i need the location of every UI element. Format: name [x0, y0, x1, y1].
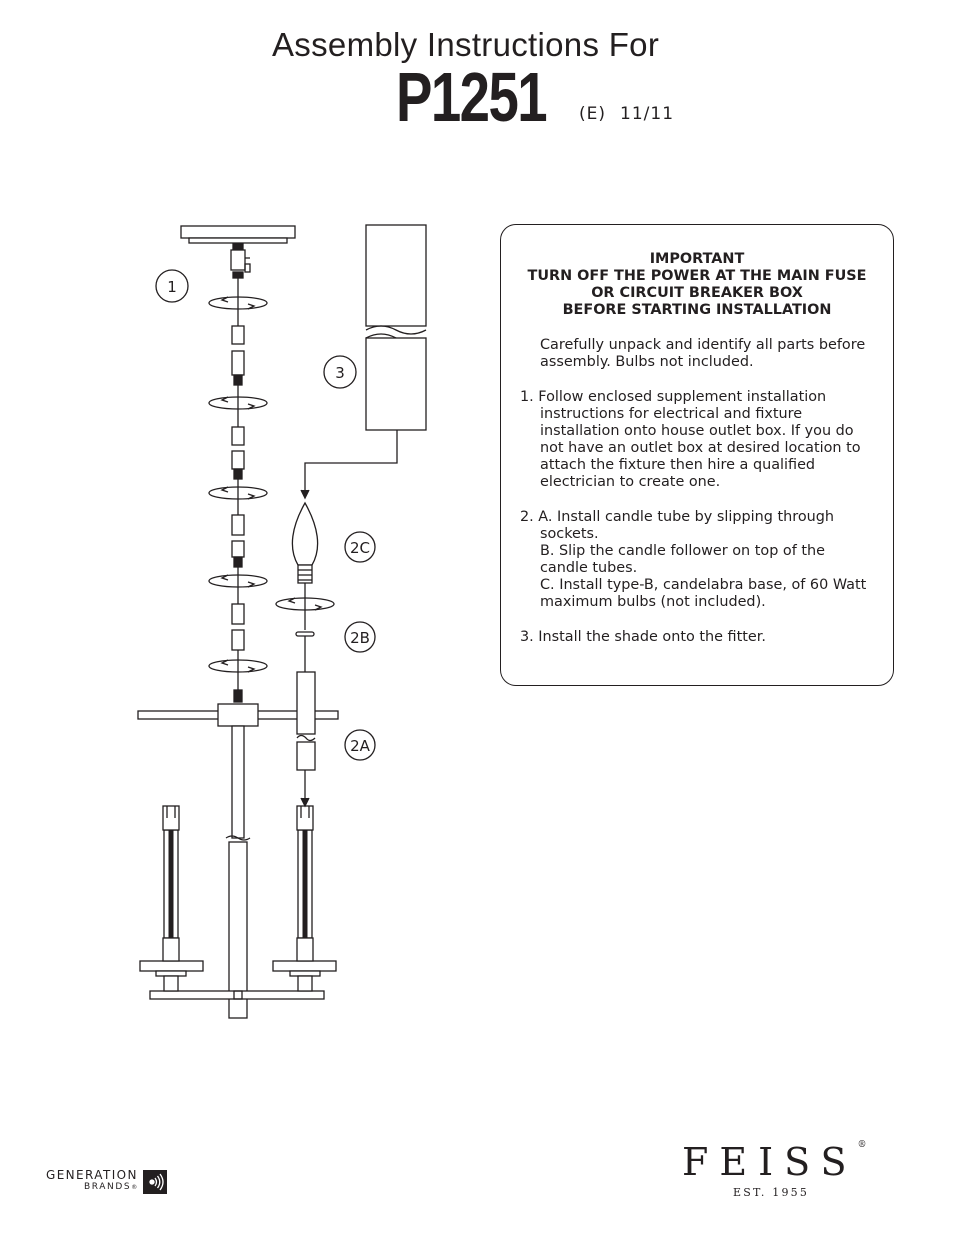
step-1-paragraph: 1. Follow enclosed supplement installati… [520, 389, 861, 491]
feiss-established: EST. 1955 [733, 1186, 810, 1199]
generation-brands-icon [143, 1170, 167, 1194]
registered-mark: ® [857, 1140, 867, 1150]
callout-label-2a: 2A [350, 737, 371, 755]
feiss-logo: FEISS® [682, 1140, 867, 1184]
generation-brands-name: GENERATION [46, 1168, 138, 1182]
callout-circle-2b [344, 621, 376, 653]
step-line: 1. Follow enclosed supplement installati… [520, 389, 827, 405]
step-line: candle tubes. [540, 560, 638, 576]
step-line: attach the fixture then hire a qualified [540, 457, 816, 473]
step-line: electrician to create one. [540, 474, 721, 490]
shade-drawing [300, 224, 427, 500]
step-3-paragraph: 3. Install the shade onto the fitter. [520, 629, 766, 646]
callout-circle-1 [155, 269, 189, 303]
callout-circle-2a [344, 729, 376, 761]
feiss-wordmark: FEISS [682, 1140, 858, 1184]
model-number: P1251 [396, 58, 548, 136]
canopy [180, 225, 296, 292]
candle-tube-drawing [296, 671, 316, 808]
callout-label-2b: 2B [350, 629, 370, 647]
revision-code: (E) [579, 104, 607, 124]
bulb-drawing [275, 501, 335, 672]
step-2-paragraph: 2. A. Install candle tube by slipping th… [520, 509, 866, 611]
stem-rod-chain [208, 292, 268, 703]
step-line: instructions for electrical and fixture [540, 406, 803, 422]
step-line: maximum bulbs (not included). [540, 594, 766, 610]
revision-line: (E) 11/11 [579, 104, 674, 124]
step-line: 2. A. Install candle tube by slipping th… [520, 509, 835, 525]
callout-circle-3 [323, 355, 357, 389]
intro-line: assembly. Bulbs not included. [540, 354, 754, 370]
callout-label-1: 1 [167, 278, 177, 296]
instructions-box: IMPORTANT TURN OFF THE POWER AT THE MAIN… [500, 224, 894, 686]
warning-line: BEFORE STARTING INSTALLATION [562, 302, 832, 318]
fixture-body [137, 703, 339, 1019]
step-line: 3. Install the shade onto the fitter. [520, 629, 766, 645]
intro-paragraph: Carefully unpack and identify all parts … [540, 337, 865, 371]
page-title: Assembly Instructions For [272, 26, 660, 63]
callout-label-2c: 2C [350, 539, 370, 557]
step-line: not have an outlet box at desired locati… [540, 440, 861, 456]
step-line: sockets. [540, 526, 599, 542]
brands-text: BRANDS [84, 1182, 132, 1192]
important-warning: IMPORTANT TURN OFF THE POWER AT THE MAIN… [501, 251, 893, 319]
registered-mark: ® [131, 1184, 139, 1191]
callout-circle-2c [344, 531, 376, 563]
revision-date: 11/11 [620, 104, 675, 124]
warning-line: TURN OFF THE POWER AT THE MAIN FUSE [527, 268, 867, 284]
step-line: C. Install type-B, candelabra base, of 6… [540, 577, 867, 593]
step-line: installation onto house outlet box. If y… [540, 423, 854, 439]
warning-line: OR CIRCUIT BREAKER BOX [591, 285, 803, 301]
generation-brands-sub: BRANDS® [46, 1182, 139, 1193]
warning-heading: IMPORTANT [649, 251, 745, 267]
step-line: B. Slip the candle follower on top of th… [540, 543, 825, 559]
generation-brands-logo: GENERATION BRANDS® [46, 1168, 167, 1194]
intro-line: Carefully unpack and identify all parts … [540, 337, 866, 353]
callout-label-3: 3 [335, 364, 345, 382]
